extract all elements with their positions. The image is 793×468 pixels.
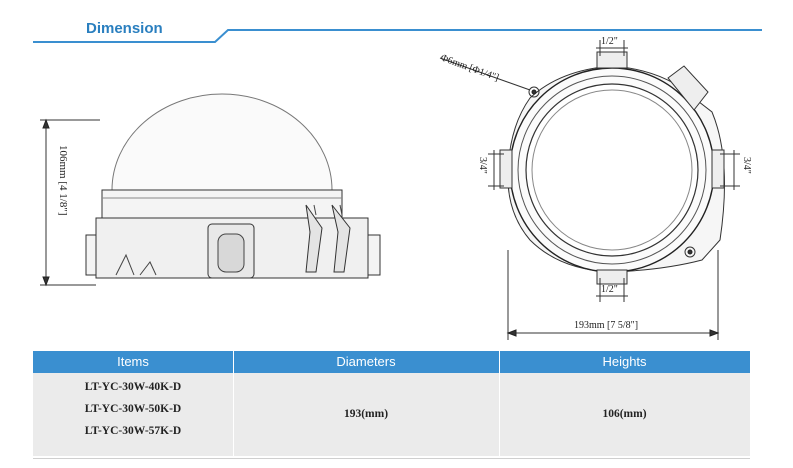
mount-hole-label: Φ6mm [Φ1/4"] [439,52,500,83]
bottom-conduit-label: 1/2" [601,284,618,295]
height-dimension-label: 106mm [4 1/8"] [57,145,69,216]
section-title: Dimension [86,20,163,37]
header-decoration [33,29,762,43]
right-conduit-label: 3/4" [741,157,752,174]
top-conduit-label: 1/2" [601,36,618,47]
items-list: LT-YC-30W-40K-D LT-YC-30W-50K-D LT-YC-30… [33,376,233,442]
list-item: LT-YC-30W-50K-D [84,403,182,415]
header-diameters: Diameters [336,354,396,369]
header-items: Items [117,354,149,369]
height-value: 106(mm) [602,408,647,420]
section-header: Dimension [0,0,793,50]
left-conduit-label: 3/4" [477,157,488,174]
table-header: Items Diameters Heights [33,351,750,373]
side-view [40,93,381,287]
list-item: LT-YC-30W-40K-D [84,381,182,393]
list-item: LT-YC-30W-57K-D [84,425,182,437]
dimension-drawing: 106mm [4 1/8"] [40,36,752,340]
table-body [33,373,750,456]
column-divider [499,351,500,456]
width-dimension-label: 193mm [7 5/8"] [574,320,638,331]
top-view [439,40,740,340]
diameter-value: 193(mm) [343,408,389,420]
column-divider [233,351,234,456]
table-bottom-divider [33,458,750,459]
header-heights: Heights [602,354,647,369]
